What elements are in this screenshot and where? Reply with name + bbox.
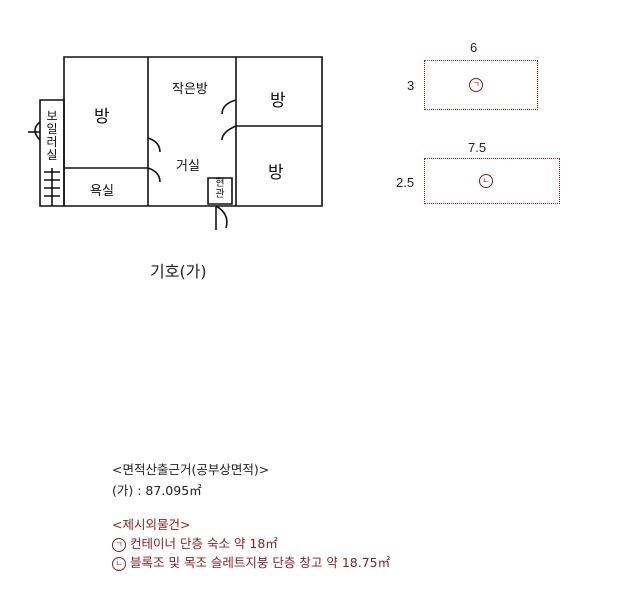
floor-plan: 방 작은방 방 거실 욕실 방 보일러실 현관 (0, 0, 340, 240)
room-left-label: 방 (94, 107, 110, 127)
plan-caption: 기호(가) (150, 262, 207, 281)
box-a-symbol: ㄱ (469, 78, 483, 92)
room-bottom-right-label: 방 (268, 163, 284, 183)
area-basis-line: (가) : 87.095㎡ (112, 483, 202, 498)
box-b-width-label: 7.5 (468, 140, 487, 155)
room-top-mid-label: 작은방 (172, 82, 208, 97)
box-b-symbol: ㄴ (479, 174, 493, 188)
box-a-width-label: 6 (470, 40, 478, 55)
boiler-room-label: 보일러실 (46, 109, 58, 162)
box-b-height-label: 2.5 (396, 175, 415, 190)
living-room-label: 거실 (176, 159, 200, 174)
excluded-item-2-symbol: ㄴ (112, 556, 126, 571)
excluded-item-1-text: 컨테이너 단층 숙소 약 18㎡ (130, 536, 278, 551)
area-basis-heading: <면적산출근거(공부상면적)> (112, 462, 270, 477)
box-a: ㄱ (424, 60, 538, 110)
box-a-height-label: 3 (407, 78, 415, 93)
excluded-item-1-symbol: ㄱ (112, 537, 126, 552)
excluded-item-2: ㄴ 블록조 및 목조 슬레트지붕 단층 창고 약 18.75㎡ (112, 552, 390, 571)
entrance-label: 현관 (215, 178, 225, 200)
excluded-item-2-text: 블록조 및 목조 슬레트지붕 단층 창고 약 18.75㎡ (130, 555, 391, 570)
excluded-item-1: ㄱ 컨테이너 단층 숙소 약 18㎡ (112, 533, 278, 552)
box-b: ㄴ (424, 158, 560, 204)
room-top-right-label: 방 (270, 91, 286, 111)
floor-plan-lines (28, 56, 323, 230)
excluded-heading: <제시외물건> (112, 517, 191, 532)
bath-room-label: 욕실 (90, 184, 114, 199)
